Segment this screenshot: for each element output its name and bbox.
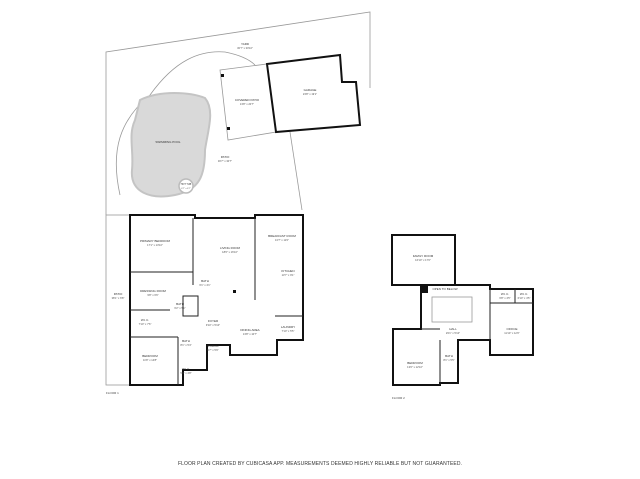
open-to-below-area xyxy=(431,296,473,323)
patio-strip xyxy=(105,214,131,386)
room-label: FOYER xyxy=(208,319,219,323)
room-dims: 6'1" x 4'1" xyxy=(199,283,210,287)
room-label: W.I.C. xyxy=(501,292,509,296)
pool-label: SWIMMING POOL xyxy=(155,140,180,144)
room-dims: 6'8" x 4'5" xyxy=(499,296,510,300)
room-dims: 9'7" x 5'9" xyxy=(207,348,218,352)
yard-label: YARD xyxy=(241,42,250,46)
room-label: KITCHEN xyxy=(281,269,294,273)
room-dims: 7'10" x 5'5" xyxy=(282,329,295,333)
room-label: OPEN TO BELOW xyxy=(432,287,457,291)
room-dims: 17'1" x 13'10" xyxy=(147,243,163,247)
room-label: BATH xyxy=(201,279,209,283)
room-label: W.I.C. xyxy=(520,292,528,296)
staircase xyxy=(182,295,199,317)
column xyxy=(233,290,236,293)
floor-2 xyxy=(391,234,534,386)
room-dims: 6'10" x 4'5" xyxy=(518,296,531,300)
room-dims: 5'3" x 4'8" xyxy=(180,371,191,375)
garage xyxy=(265,53,362,134)
room-label: W.I.C. xyxy=(141,318,149,322)
room-label: PORCH xyxy=(208,344,219,348)
room-label: PRIMARY BEDROOM xyxy=(140,239,170,243)
floor-1 xyxy=(105,214,304,386)
yard-path xyxy=(115,51,256,196)
garage-label: GARAGE xyxy=(304,88,317,92)
covered-patio-dims: 13'8" x 20'7" xyxy=(240,102,254,106)
room-label: BEDROOM xyxy=(142,354,158,358)
room-dims: 13'8" x 10'7" xyxy=(243,332,257,336)
room-dims: 13'0" x 12'10" xyxy=(407,365,423,369)
disclaimer-footer: FLOOR PLAN CREATED BY CUBICASA APP. MEAS… xyxy=(177,461,463,467)
patio-dims: 30'7" x 30'7" xyxy=(218,159,232,163)
room-label: PATIO xyxy=(114,292,123,296)
room-dims: 13'7" x 11'0" xyxy=(275,238,289,242)
room-label: DRESSING ROOM xyxy=(140,289,166,293)
room-label: DINING AREA xyxy=(240,328,259,332)
room-label: BEDROOM xyxy=(407,361,423,365)
patio-post xyxy=(227,127,230,130)
patio-post xyxy=(221,74,224,77)
room-dims: 16'10" x 17'0" xyxy=(415,258,431,262)
room-dims: 6'2" x 5'1" xyxy=(174,306,185,310)
room-label: BATH xyxy=(445,354,453,358)
swimming-pool xyxy=(130,92,212,198)
column xyxy=(421,285,428,293)
room-dims: 7'10" x 7'6" xyxy=(139,322,152,326)
room-label: BATH xyxy=(182,339,190,343)
room-label: BREAKFAST ROOM xyxy=(268,234,296,238)
hot-tub xyxy=(178,178,194,194)
room-dims: 9'8" x 6'6" xyxy=(147,293,158,297)
floor-2-exterior-wall xyxy=(392,284,534,386)
room-label: LAUNDRY xyxy=(281,325,295,329)
room-label: HALL xyxy=(449,327,457,331)
room-label: W.I.C. xyxy=(182,367,190,371)
room-dims: 38'1" x 6'8" xyxy=(112,296,125,300)
room-label: BATH xyxy=(176,302,184,306)
hot-tub-dims: 6'7" x 6'7" xyxy=(181,188,191,190)
yard-dims: 30'7" x 30'10" xyxy=(237,46,253,50)
room-label: LIVING ROOM xyxy=(220,246,241,250)
room-dims: 9'10" x 5'10" xyxy=(206,323,220,327)
floor-2-label: FLOOR 2 xyxy=(392,396,405,400)
garage-dims: 23'8" x 19'1" xyxy=(303,92,317,96)
floor-1-exterior-wall xyxy=(129,214,304,386)
hot-tub-label: HOT TUB xyxy=(181,183,192,186)
room-label: FAMILY ROOM xyxy=(413,254,434,258)
patio-edge xyxy=(289,131,303,211)
patio-label: PATIO xyxy=(221,155,230,159)
room-dims: 29'1" x 5'10" xyxy=(446,331,460,335)
floor-1-label: FLOOR 1 xyxy=(106,391,119,395)
room-dims: 11'10" x 12'0" xyxy=(504,331,520,335)
room-dims: 8'1" x 5'4" xyxy=(180,343,191,347)
room-dims: 13'7" x 9'1" xyxy=(282,273,295,277)
room-label: OFFICE xyxy=(507,327,518,331)
room-dims: 8'1" x 5'5" xyxy=(443,358,454,362)
covered-patio-label: COVERED PATIO xyxy=(235,98,260,102)
room-dims: 11'8" x 14'8" xyxy=(143,358,157,362)
room-dims: 18'6" x 16'10" xyxy=(222,250,238,254)
lot-boundary xyxy=(105,11,371,215)
